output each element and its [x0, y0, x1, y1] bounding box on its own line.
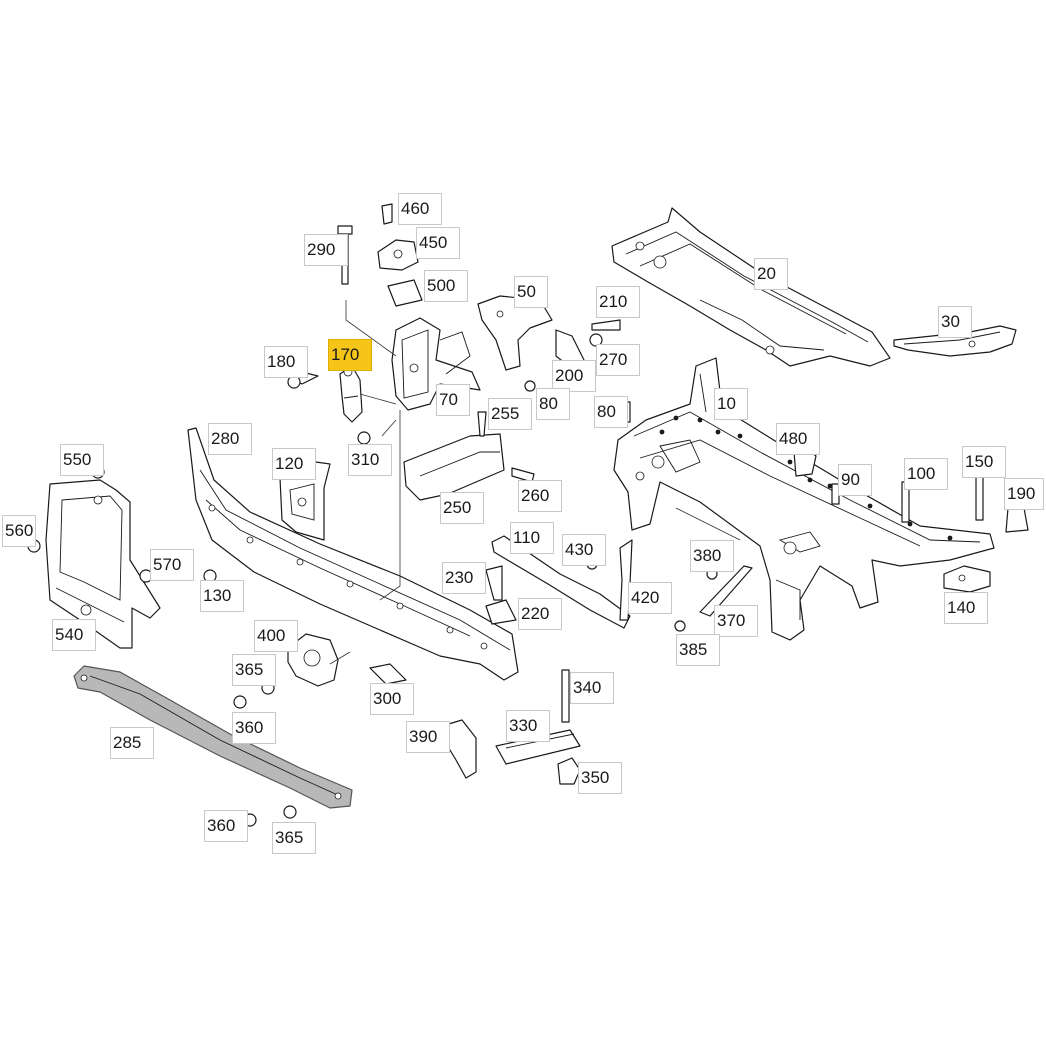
part-110-rail — [491, 535, 631, 629]
part-140-bracket — [943, 565, 991, 593]
callout-365b[interactable]: 365 — [272, 822, 316, 854]
callout-285[interactable]: 285 — [110, 727, 154, 759]
part-120-bracket — [279, 461, 331, 541]
callout-400[interactable]: 400 — [254, 620, 298, 652]
part-450-latch — [377, 239, 419, 271]
callout-365a[interactable]: 365 — [232, 654, 276, 686]
part-350-rubber-mount — [557, 757, 581, 785]
callout-360b[interactable]: 360 — [204, 810, 248, 842]
part-280-bumper-beam — [187, 427, 519, 681]
part-20-upper-cowl — [611, 207, 891, 367]
callout-430[interactable]: 430 — [562, 534, 606, 566]
callout-210[interactable]: 210 — [596, 286, 640, 318]
part-285-lower-crossmember — [73, 665, 353, 809]
callout-280[interactable]: 280 — [208, 423, 252, 455]
callout-330[interactable]: 330 — [506, 710, 550, 742]
callout-310[interactable]: 310 — [348, 444, 392, 476]
part-500-latch — [387, 279, 423, 307]
part-170-latch-bracket — [339, 365, 363, 423]
callout-370[interactable]: 370 — [714, 605, 758, 637]
part-30-cowl-extension — [893, 325, 1017, 357]
callout-20[interactable]: 20 — [754, 258, 788, 290]
callout-100[interactable]: 100 — [904, 458, 948, 490]
part-250-support — [403, 433, 505, 501]
callout-360a[interactable]: 360 — [232, 712, 276, 744]
callout-340[interactable]: 340 — [570, 672, 614, 704]
callout-80a[interactable]: 80 — [536, 388, 570, 420]
callout-30[interactable]: 30 — [938, 306, 972, 338]
callout-385[interactable]: 385 — [676, 634, 720, 666]
callout-140[interactable]: 140 — [944, 592, 988, 624]
callout-230[interactable]: 230 — [442, 562, 486, 594]
callout-220[interactable]: 220 — [518, 598, 562, 630]
callout-130[interactable]: 130 — [200, 580, 244, 612]
callout-450[interactable]: 450 — [416, 227, 460, 259]
callout-70[interactable]: 70 — [436, 384, 470, 416]
callout-500[interactable]: 500 — [424, 270, 468, 302]
callout-190[interactable]: 190 — [1004, 478, 1044, 510]
callout-10[interactable]: 10 — [714, 388, 748, 420]
callout-560[interactable]: 560 — [2, 515, 36, 547]
callout-255[interactable]: 255 — [488, 398, 532, 430]
callout-420[interactable]: 420 — [628, 582, 672, 614]
callout-460[interactable]: 460 — [398, 193, 442, 225]
callout-350[interactable]: 350 — [578, 762, 622, 794]
part-540-radiator-support — [45, 479, 161, 649]
part-400-bracket — [287, 633, 339, 687]
callout-170[interactable]: 170 — [328, 339, 372, 371]
callout-480[interactable]: 480 — [776, 423, 820, 455]
callout-50[interactable]: 50 — [514, 276, 548, 308]
part-370-strut — [699, 565, 753, 617]
callout-200[interactable]: 200 — [552, 360, 596, 392]
callout-80b[interactable]: 80 — [594, 396, 628, 428]
callout-110[interactable]: 110 — [510, 522, 554, 554]
callout-90[interactable]: 90 — [838, 464, 872, 496]
callout-120[interactable]: 120 — [272, 448, 316, 480]
callout-260[interactable]: 260 — [518, 480, 562, 512]
callout-180[interactable]: 180 — [264, 346, 308, 378]
callout-150[interactable]: 150 — [962, 446, 1006, 478]
leader-lines — [329, 300, 741, 665]
callout-300[interactable]: 300 — [370, 683, 414, 715]
callout-380[interactable]: 380 — [690, 540, 734, 572]
callout-290[interactable]: 290 — [304, 234, 348, 266]
callout-550[interactable]: 550 — [60, 444, 104, 476]
callout-390[interactable]: 390 — [406, 721, 450, 753]
callout-270[interactable]: 270 — [596, 344, 640, 376]
part-300-plate — [369, 663, 407, 685]
part-220-clip — [485, 599, 517, 625]
callout-540[interactable]: 540 — [52, 619, 96, 651]
callout-250[interactable]: 250 — [440, 492, 484, 524]
callout-570[interactable]: 570 — [150, 549, 194, 581]
